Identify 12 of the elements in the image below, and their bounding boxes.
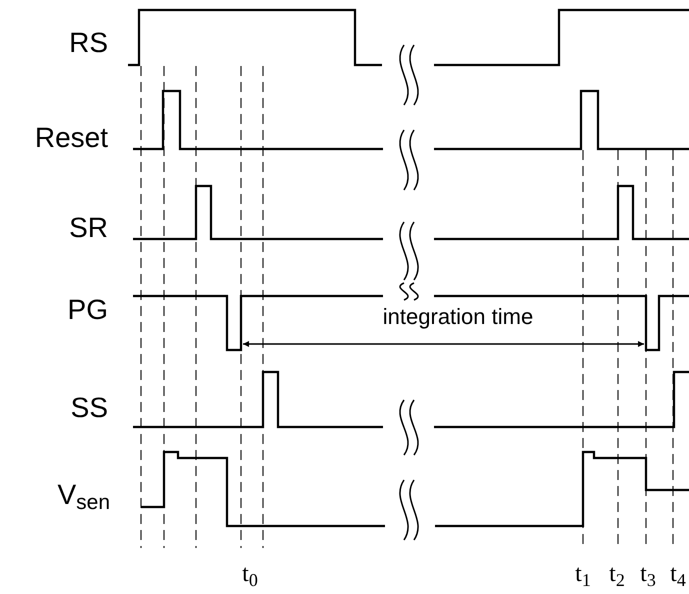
signal-name: RS	[69, 29, 108, 57]
time-marker-label: t$_{3}$	[640, 562, 656, 586]
signal-name: SR	[69, 214, 108, 242]
signal-name: V$_{sen}$	[57, 481, 110, 509]
signal-name: SS	[70, 394, 108, 422]
time-marker-label: t$_{1}$	[575, 562, 591, 586]
time-marker-label: t$_{4}$	[670, 562, 686, 586]
interval-label: integration time	[382, 306, 534, 328]
signal-name: PG	[68, 296, 108, 324]
signal-name: Reset	[34, 124, 108, 152]
time-marker-label: t$_{0}$	[242, 562, 258, 586]
time-marker-label: t$_{2}$	[609, 562, 625, 586]
